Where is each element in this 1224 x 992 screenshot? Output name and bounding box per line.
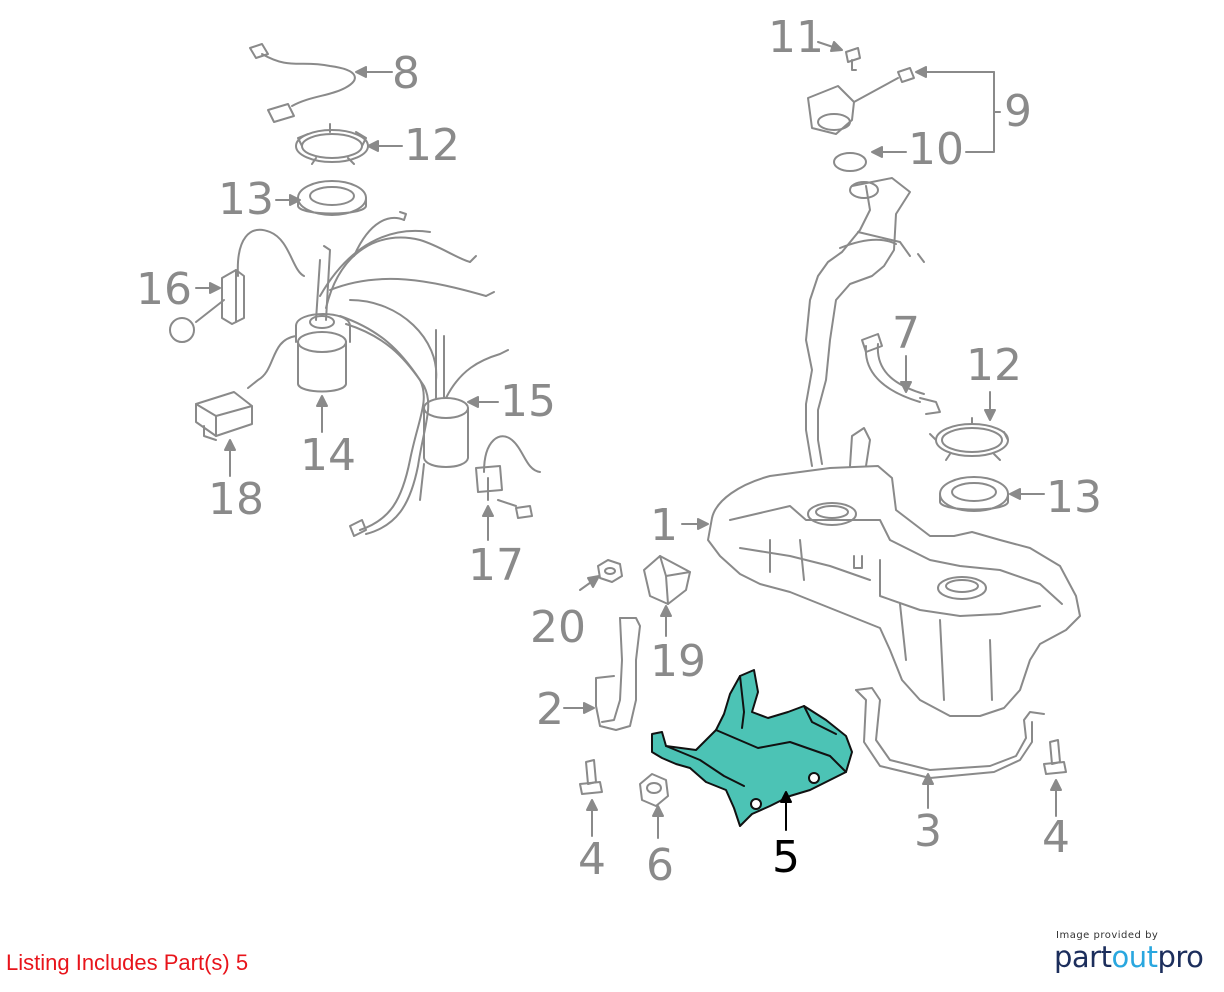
leader-lines — [195, 41, 1062, 839]
part-13-gasket-right — [939, 476, 1009, 512]
callout-16: 16 — [136, 264, 192, 315]
part-14-fuel-pump — [247, 245, 351, 393]
part-5-heat-shield-highlighted — [651, 669, 853, 827]
callout-2: 2 — [536, 684, 564, 735]
part-1-fuel-tank — [707, 427, 1081, 717]
callout-1: 1 — [650, 500, 678, 551]
part-4-bolt-left — [579, 759, 603, 795]
part-15-fuel-filter — [419, 329, 509, 501]
callout-4-left: 4 — [578, 834, 606, 885]
callout-10: 10 — [908, 124, 964, 175]
callout-12-left: 12 — [404, 120, 460, 171]
callout-6: 6 — [646, 840, 674, 891]
callout-15: 15 — [500, 376, 556, 427]
part-3-tank-strap — [855, 687, 1045, 779]
callout-11: 11 — [768, 12, 824, 63]
part-18-control-module — [195, 391, 253, 441]
callout-14: 14 — [300, 430, 356, 481]
part-9-fuel-filler-cap — [807, 67, 915, 135]
logo-out-text: out — [1111, 940, 1158, 974]
part-11-clip — [845, 47, 861, 71]
callout-12-right: 12 — [966, 340, 1022, 391]
callout-3: 3 — [914, 806, 942, 857]
part-6-nut — [639, 773, 669, 807]
part-12-lock-ring-right — [929, 417, 1009, 461]
image-credit-caption: Image provided by — [1056, 930, 1159, 941]
part-2-tank-strap — [595, 617, 641, 731]
part-12-lock-ring-left — [295, 123, 369, 165]
callout-13-left: 13 — [218, 174, 274, 225]
callout-18: 18 — [208, 474, 264, 525]
part-17-connector — [475, 435, 541, 519]
filler-neck — [805, 177, 925, 467]
partoutpro-logo: partoutpro — [1054, 940, 1204, 974]
callout-8: 8 — [392, 48, 420, 99]
callout-13-right: 13 — [1046, 472, 1102, 523]
callout-19: 19 — [650, 636, 706, 687]
callout-9: 9 — [1004, 86, 1032, 137]
part-10-o-ring — [833, 152, 867, 172]
part-7-vent-hose — [861, 333, 941, 415]
pump-harness-lines — [319, 211, 495, 537]
callout-17: 17 — [468, 540, 524, 591]
logo-pro-text: pro — [1157, 940, 1204, 974]
callout-7: 7 — [892, 308, 920, 359]
callout-4-right: 4 — [1042, 812, 1070, 863]
part-13-gasket-left — [297, 180, 367, 216]
part-20-nut — [597, 559, 623, 583]
part-19-bracket — [643, 555, 691, 605]
logo-part-text: part — [1054, 940, 1112, 974]
part-8-wire-harness — [249, 43, 356, 123]
listing-includes-text: Listing Includes Part(s) 5 — [6, 950, 249, 975]
leader-line-5 — [780, 791, 792, 831]
callout-20: 20 — [530, 602, 586, 653]
callout-5: 5 — [772, 832, 800, 883]
part-16-level-sender — [169, 228, 305, 343]
part-4-bolt-right — [1043, 739, 1067, 775]
